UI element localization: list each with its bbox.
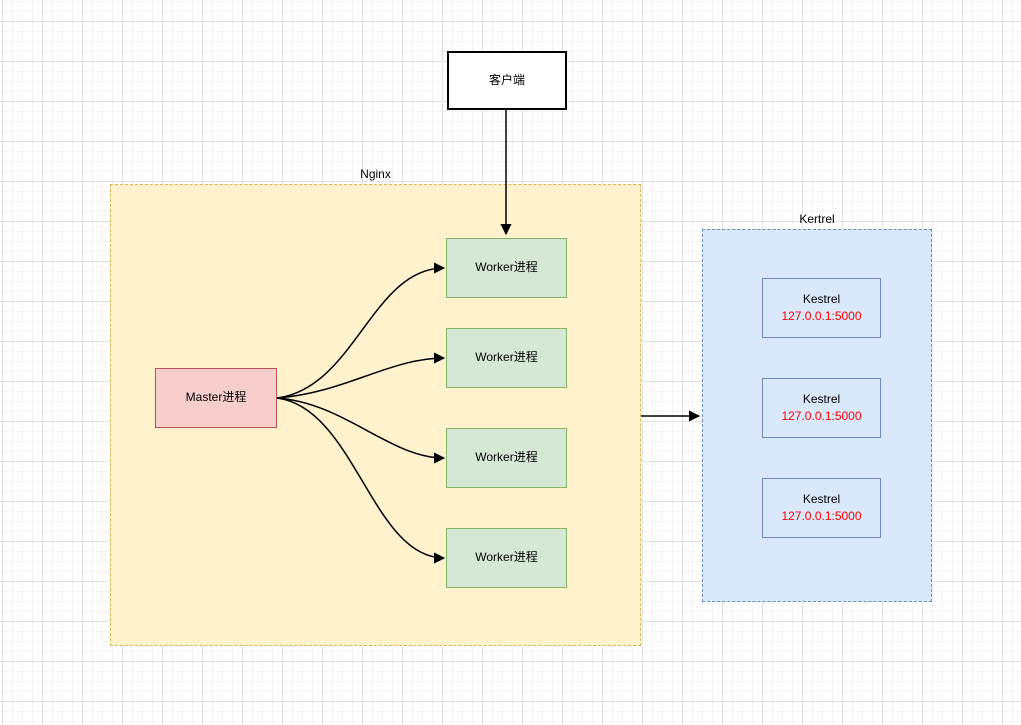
worker-process-label: Worker进程 [475, 350, 538, 365]
kestrel-node-address: 127.0.0.1:5000 [781, 509, 862, 523]
nginx-group-label: Nginx [360, 167, 391, 181]
kestrel-node-3[interactable]: Kestrel 127.0.0.1:5000 [762, 478, 881, 538]
worker-process-node-2[interactable]: Worker进程 [446, 328, 567, 388]
worker-process-node-4[interactable]: Worker进程 [446, 528, 567, 588]
worker-process-label: Worker进程 [475, 450, 538, 465]
master-process-node[interactable]: Master进程 [155, 368, 277, 428]
worker-process-node-1[interactable]: Worker进程 [446, 238, 567, 298]
kestrel-node-address: 127.0.0.1:5000 [781, 409, 862, 423]
client-node-label: 客户端 [488, 72, 525, 87]
worker-process-node-3[interactable]: Worker进程 [446, 428, 567, 488]
kestrel-node-title: Kestrel [802, 391, 841, 406]
kestrel-node-title: Kestrel [802, 491, 841, 506]
kestrel-node-2[interactable]: Kestrel 127.0.0.1:5000 [762, 378, 881, 438]
client-node[interactable]: 客户端 [447, 51, 567, 110]
master-process-label: Master进程 [185, 390, 247, 405]
worker-process-label: Worker进程 [475, 260, 538, 275]
kestrel-node-title: Kestrel [802, 291, 841, 306]
worker-process-label: Worker进程 [475, 550, 538, 565]
kestrel-node-1[interactable]: Kestrel 127.0.0.1:5000 [762, 278, 881, 338]
kestrel-node-address: 127.0.0.1:5000 [781, 309, 862, 323]
kertrel-group-label: Kertrel [799, 212, 835, 226]
